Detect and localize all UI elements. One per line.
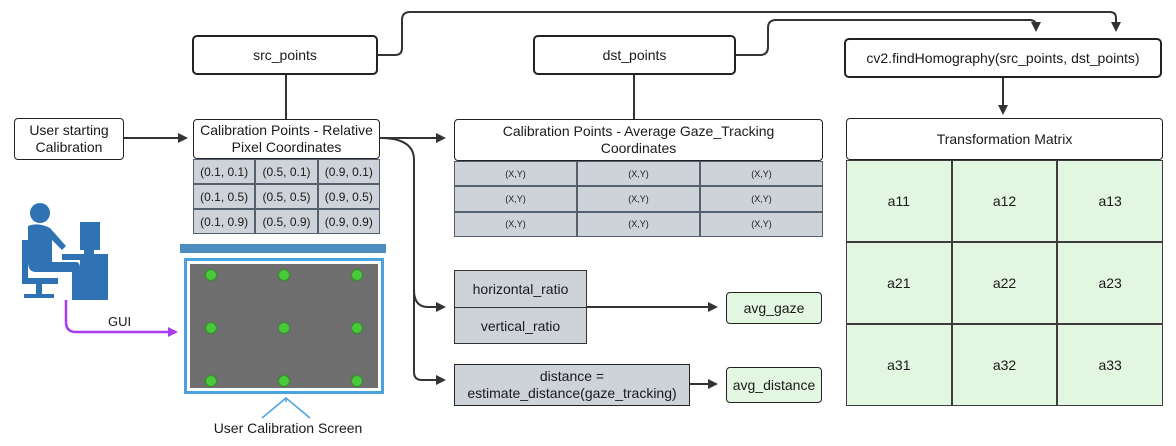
avg-gaze-box: avg_gaze: [726, 292, 822, 324]
table-cell: (X,Y): [700, 161, 823, 187]
matrix-cell: a21: [846, 242, 952, 324]
table-cell: (0.9, 0.9): [317, 209, 380, 234]
matrix-cell: a33: [1057, 324, 1163, 406]
screen-top-bar: [180, 244, 386, 253]
calibration-dot: [351, 322, 363, 334]
table-cell: (X,Y): [700, 211, 823, 237]
table-cell: (0.5, 0.9): [255, 209, 318, 234]
calib-relative-header: Calibration Points - Relative Pixel Coor…: [193, 119, 380, 159]
transform-matrix-grid: a11 a12 a13 a21 a22 a23 a31 a32 a33: [846, 160, 1163, 406]
homography-box: cv2.findHomography(src_points, dst_point…: [844, 38, 1162, 78]
user-start-box: User starting Calibration: [14, 118, 124, 160]
calibration-dot: [205, 269, 217, 281]
calibration-screen-icon: [180, 244, 386, 396]
table-cell: (X,Y): [454, 161, 577, 187]
calibration-dot: [278, 322, 290, 334]
ratio-group: horizontal_ratio vertical_ratio: [454, 270, 587, 344]
connector-calib-branch: [379, 137, 446, 385]
table-cell: (X,Y): [454, 211, 577, 237]
calibration-dot: [205, 375, 217, 387]
screen-caption: User Calibration Screen: [213, 420, 363, 436]
calibration-dot: [205, 322, 217, 334]
table-cell: (0.1, 0.5): [193, 184, 256, 209]
connector-src-to-homography: [378, 11, 1121, 56]
table-cell: (X,Y): [454, 186, 577, 212]
matrix-cell: a31: [846, 324, 952, 406]
table-cell: (0.9, 0.5): [317, 184, 380, 209]
gui-arrow: [64, 300, 178, 337]
dst-points-box: dst_points: [533, 35, 736, 75]
connector-branch-to-ratio: [413, 289, 446, 312]
connector-dst-to-homography: [736, 19, 1041, 56]
table-cell: (0.1, 0.9): [193, 209, 256, 234]
calibration-dot: [351, 269, 363, 281]
calibration-dot: [278, 375, 290, 387]
horizontal-ratio-label: horizontal_ratio: [455, 271, 586, 308]
table-cell: (0.5, 0.1): [255, 159, 318, 184]
gui-label: GUI: [108, 314, 132, 329]
table-cell: (X,Y): [577, 186, 700, 212]
src-points-table: (0.1, 0.1) (0.5, 0.1) (0.9, 0.1) (0.1, 0…: [193, 159, 380, 234]
calib-gaze-header: Calibration Points - Average Gaze_Tracki…: [454, 119, 823, 161]
src-points-box: src_points: [192, 35, 378, 75]
calibration-dot: [278, 269, 290, 281]
gaze-points-table: (X,Y) (X,Y) (X,Y) (X,Y) (X,Y) (X,Y) (X,Y…: [454, 161, 823, 237]
transform-matrix-header: Transformation Matrix: [846, 118, 1163, 160]
avg-distance-box: avg_distance: [726, 367, 822, 403]
calibration-dot: [351, 375, 363, 387]
table-cell: (0.9, 0.1): [317, 159, 380, 184]
matrix-cell: a12: [951, 160, 1058, 242]
table-cell: (X,Y): [700, 186, 823, 212]
matrix-cell: a22: [951, 242, 1058, 324]
matrix-cell: a11: [846, 160, 952, 242]
table-cell: (0.5, 0.5): [255, 184, 318, 209]
distance-box: distance = estimate_distance(gaze_tracki…: [454, 364, 690, 406]
vertical-ratio-label: vertical_ratio: [480, 318, 561, 334]
matrix-cell: a23: [1057, 242, 1163, 324]
matrix-cell: a32: [951, 324, 1058, 406]
matrix-cell: a13: [1057, 160, 1163, 242]
screen-frame: [184, 258, 384, 394]
table-cell: (X,Y): [577, 161, 700, 187]
table-cell: (X,Y): [577, 211, 700, 237]
table-cell: (0.1, 0.1): [193, 159, 256, 184]
